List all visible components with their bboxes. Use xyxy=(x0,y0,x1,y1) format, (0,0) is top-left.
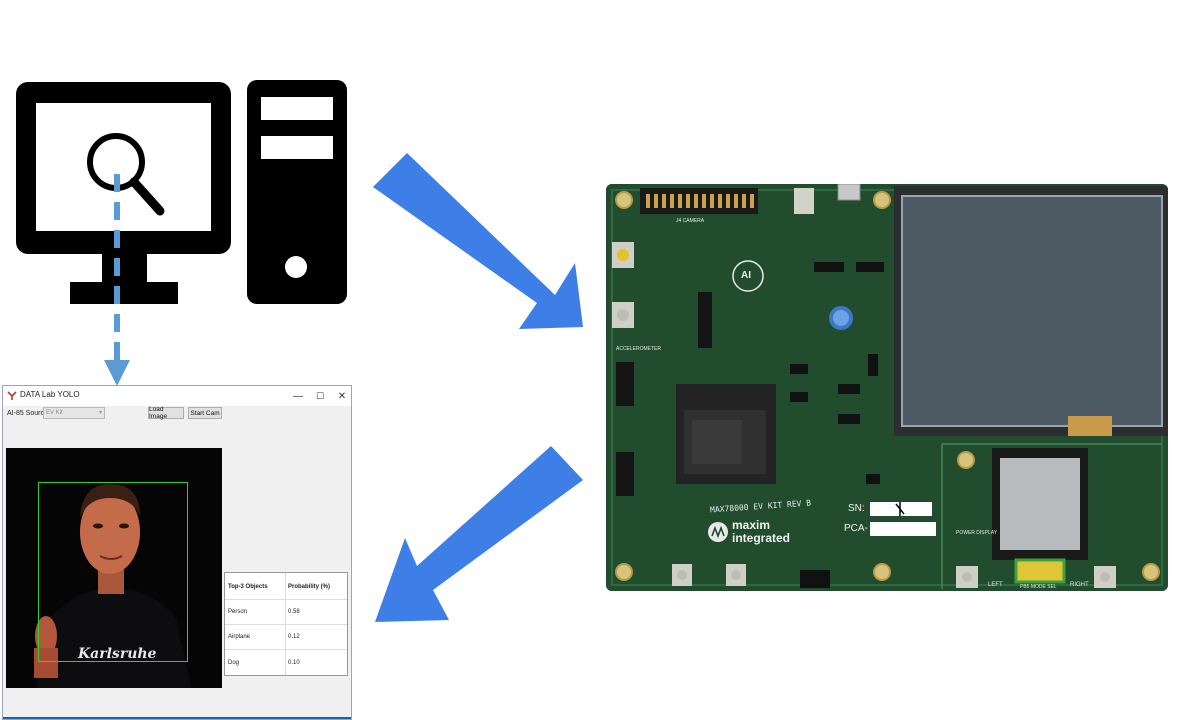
table-header-objects: Top-3 Objects xyxy=(228,584,268,590)
shirt-caption: Karlsruhe xyxy=(78,646,157,662)
chevron-down-icon: ▾ xyxy=(98,410,102,416)
tower-bay-2 xyxy=(261,136,333,159)
board-buttons xyxy=(672,564,1116,588)
arrow-to-board-icon xyxy=(373,153,583,329)
monitor-screen xyxy=(36,103,211,231)
left-label: LEFT xyxy=(988,582,1003,588)
right-label: RIGHT xyxy=(1070,582,1089,588)
maximize-button[interactable]: ☐ xyxy=(315,390,325,401)
pca-label: PCA- xyxy=(844,523,868,534)
minimize-button[interactable]: — xyxy=(293,390,303,402)
accelerometer-label: ACCELEROMETER xyxy=(616,346,662,352)
monitor-neck xyxy=(102,254,147,284)
detection-box xyxy=(38,482,188,662)
camera-label: J4 CAMERA xyxy=(676,218,705,224)
ai-logo: AI xyxy=(741,270,751,281)
table-cell-object: Dog xyxy=(228,660,240,666)
power-display-label: POWER DISPLAY xyxy=(956,530,998,536)
table-row-divider xyxy=(225,624,347,625)
source-label: AI-85 Source: xyxy=(7,410,50,417)
mounting-holes xyxy=(615,191,1160,581)
start-cam-button[interactable]: Start Cam xyxy=(188,407,222,419)
load-image-button[interactable]: Load Image xyxy=(148,406,184,420)
window-title: DATA Lab YOLO xyxy=(20,390,80,399)
table-cell-probability: 0.58 xyxy=(288,609,300,615)
source-select-value: EV Kit xyxy=(46,410,63,416)
camera-image: Karlsruhe xyxy=(6,448,222,688)
brand-line-1: maxim xyxy=(732,518,771,532)
table-cell-probability: 0.12 xyxy=(288,634,300,640)
sn-label: SN: xyxy=(848,503,865,514)
table-row-divider xyxy=(225,599,347,600)
camera-header xyxy=(640,188,758,214)
dashed-arrow-icon xyxy=(104,174,130,386)
app-logo-icon xyxy=(7,391,17,401)
brand-line-2: integrated xyxy=(732,531,791,545)
board-artwork xyxy=(606,184,1168,591)
taskbar-strip xyxy=(3,717,351,719)
monitor-base xyxy=(70,282,178,304)
ev-kit-board: AI J4 CAMERA ACCELEROMETER MAX78000 EV K… xyxy=(606,184,1168,591)
table-row-divider xyxy=(225,649,347,650)
arrow-to-app-icon xyxy=(375,446,583,622)
title-bar[interactable]: DATA Lab YOLO — ☐ ✕ xyxy=(3,386,351,406)
table-header-probability: Probability (%) xyxy=(288,584,331,590)
app-window: DATA Lab YOLO — ☐ ✕ AI-85 Source: EV Kit… xyxy=(2,385,352,720)
table-cell-object: Person xyxy=(228,609,248,615)
tower-bay-1 xyxy=(261,97,333,120)
mode-sel-label: PB5 MODE SEL xyxy=(1020,584,1057,590)
person-image xyxy=(6,448,222,688)
tower-power-button xyxy=(285,256,307,278)
close-button[interactable]: ✕ xyxy=(337,390,347,402)
results-table: Top-3 Objects Probability (%) Person 0.5… xyxy=(224,572,348,676)
table-cell-object: Airplane xyxy=(228,634,251,640)
table-cell-probability: 0.10 xyxy=(288,660,300,666)
source-select[interactable]: EV Kit ▾ xyxy=(43,407,105,419)
lcd-screen xyxy=(902,196,1162,426)
desktop-computer-icon xyxy=(16,80,347,386)
